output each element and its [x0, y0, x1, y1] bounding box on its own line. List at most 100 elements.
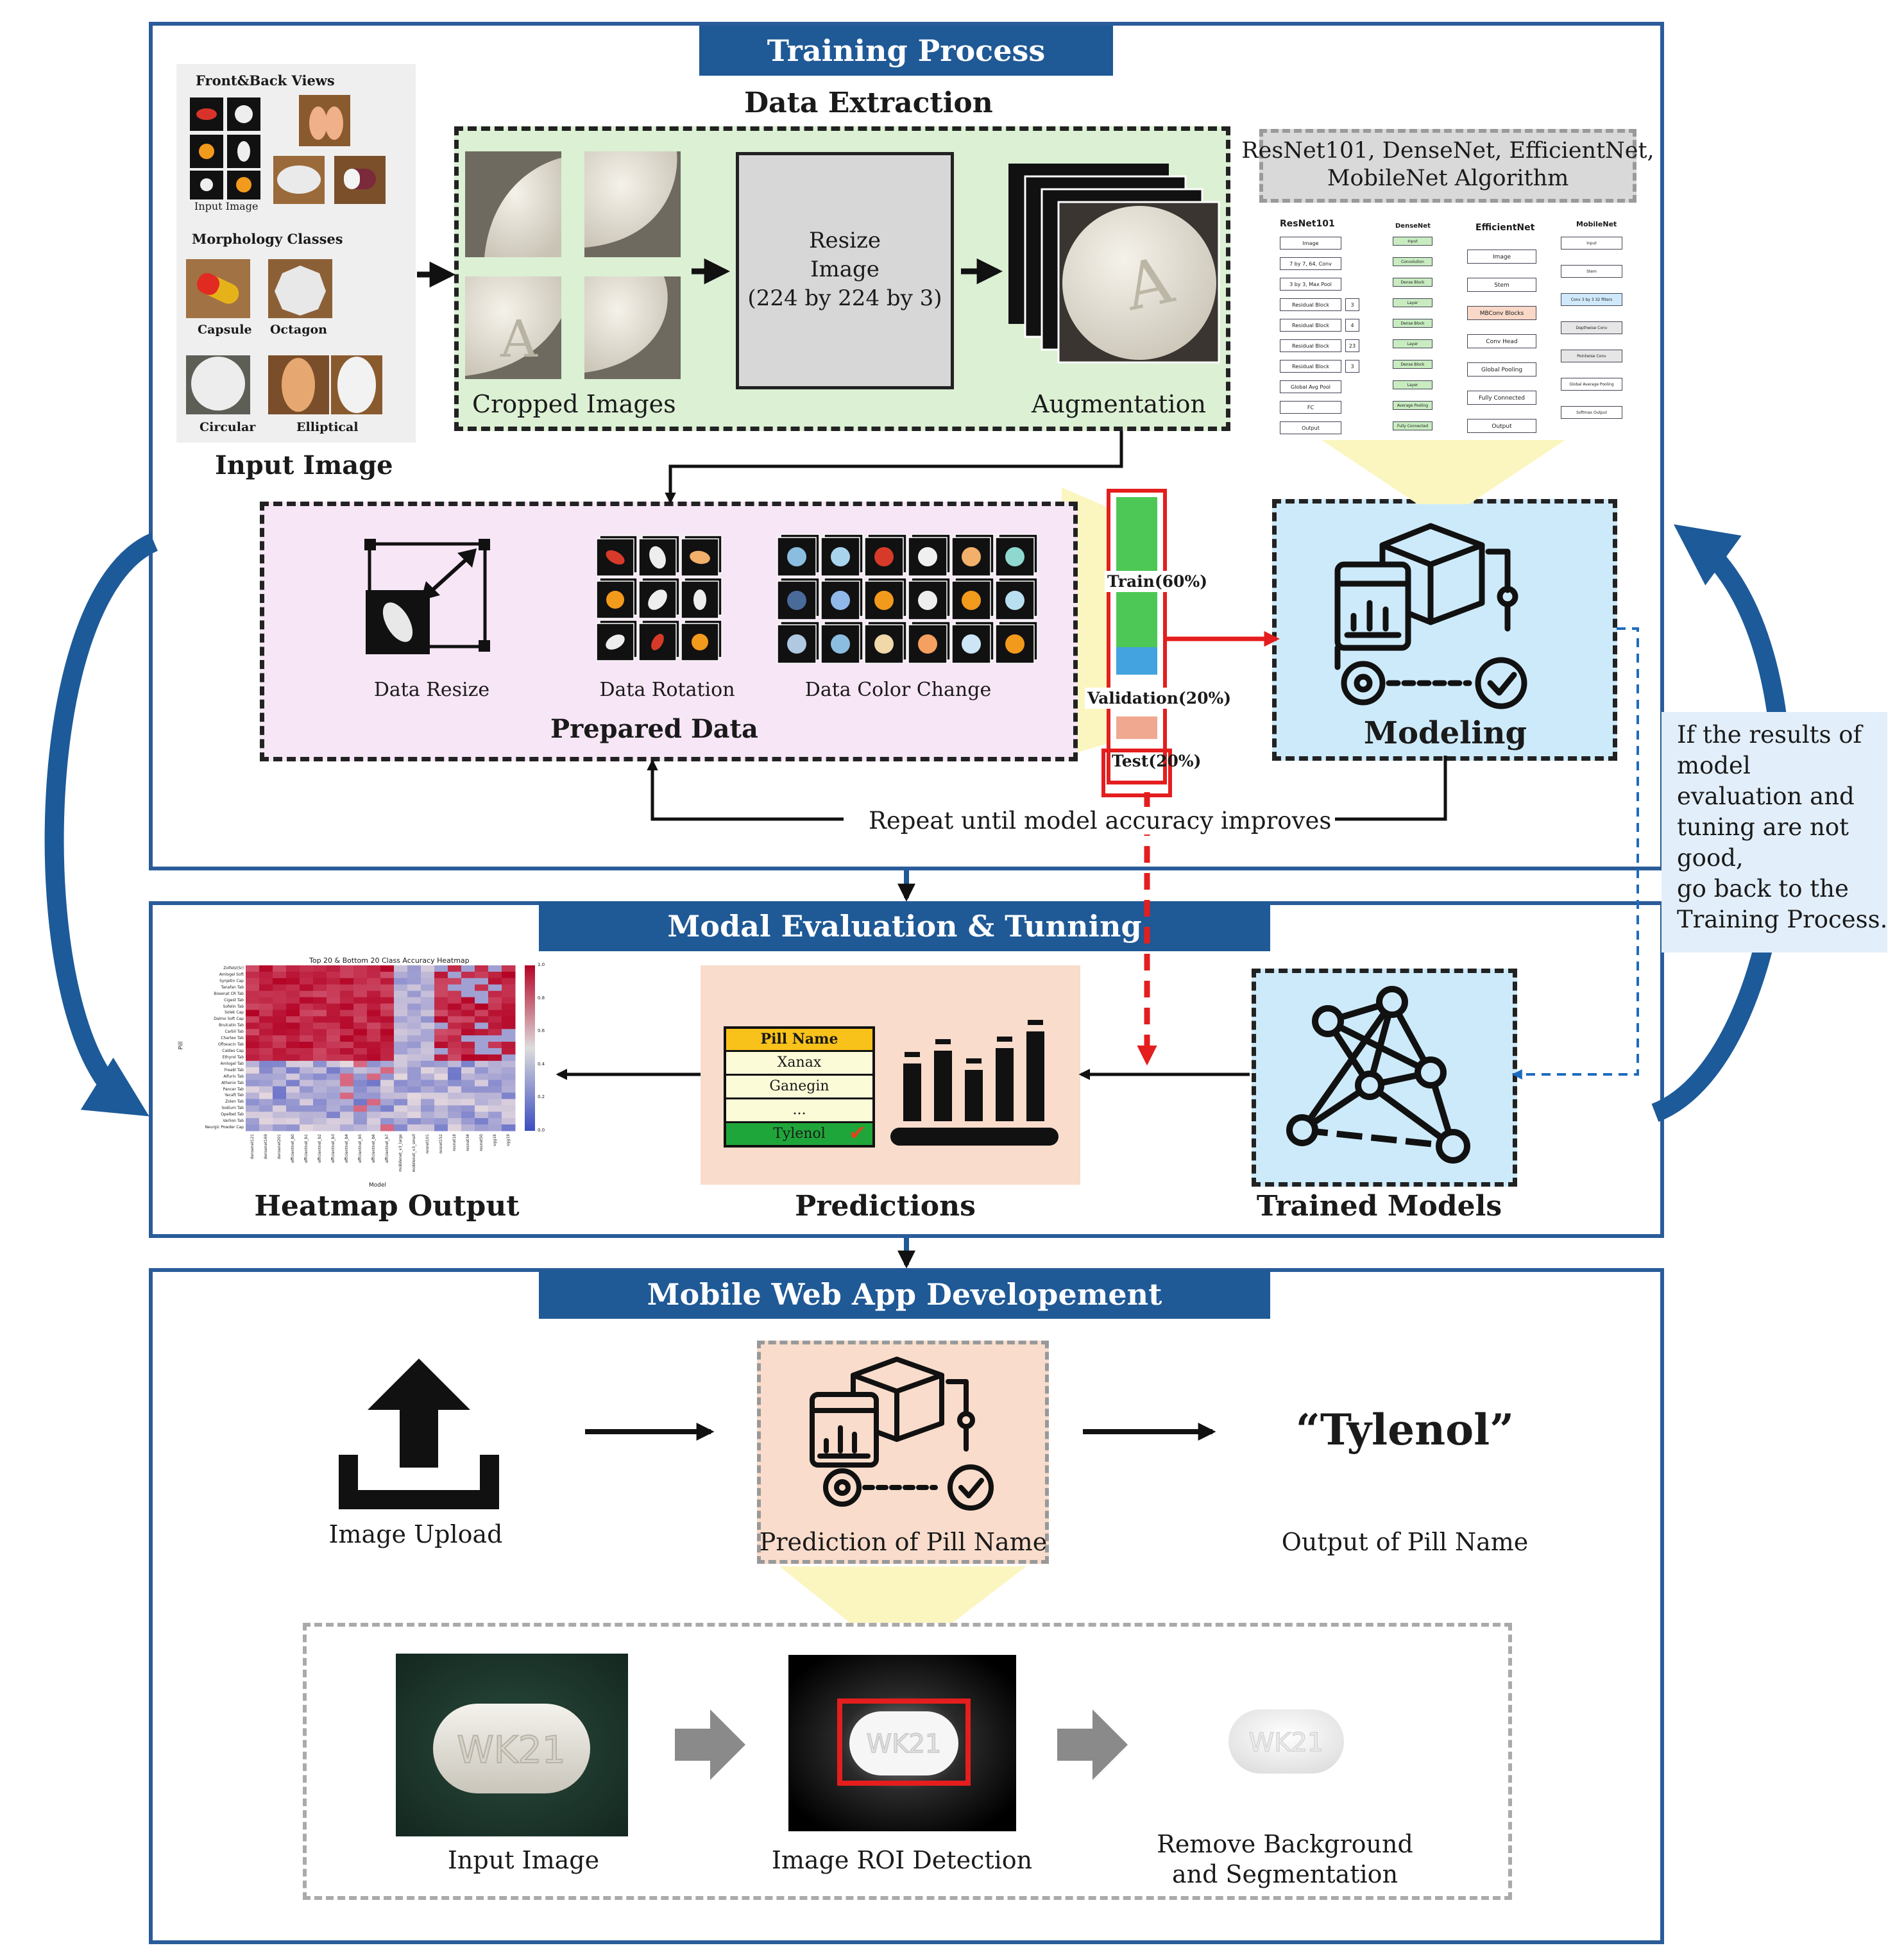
colorbar-tick: 0.6 [538, 1028, 545, 1034]
step-roi-detection: WK21 [788, 1655, 1016, 1831]
predictions-label: Predictions [795, 1190, 976, 1223]
arch-block: Conv 3 by 3 32 filters [1561, 293, 1622, 306]
predictions-table-row: ... [726, 1099, 872, 1123]
predictions-row-text: ... [792, 1102, 806, 1118]
arch-block: 3 by 3, Max Pool [1280, 278, 1341, 291]
algorithms-title-line-1: ResNet101, DenseNet, EfficientNet, [1241, 138, 1654, 164]
arch-block: Conv Head [1467, 334, 1536, 348]
efficientnet-title: EfficientNet [1475, 223, 1535, 233]
step-input-image: WK21 [396, 1654, 628, 1836]
resnet-title: ResNet101 [1280, 219, 1335, 229]
colorbar-tick: 0.0 [538, 1128, 545, 1133]
predictions-table-row: Tylenol✔ [726, 1121, 872, 1145]
front-back-views-label: Front&Back Views [196, 72, 335, 89]
mobile-title: Mobile Web App Developement [539, 1270, 1270, 1319]
resnet-count: 3 [1345, 360, 1359, 373]
heatmap-row-label: Alfurin Tab [223, 1074, 244, 1079]
heatmap-column-label: resnet34 [465, 1134, 470, 1151]
algorithms-title-box [1259, 129, 1636, 203]
heatmap-column-label: efficientnet_b7 [384, 1134, 389, 1163]
pill-imprint-2: WK21 [867, 1729, 942, 1759]
heatmap-output-label: Heatmap Output [254, 1190, 520, 1223]
arch-block: Stem [1467, 278, 1536, 292]
heatmap-column-label: densenet169 [263, 1134, 268, 1160]
preprocessing-box [303, 1623, 1512, 1900]
evaluation-title: Modal Evaluation & Tunning [539, 901, 1270, 951]
prepared-data-title: Prepared Data [550, 714, 758, 744]
repeat-label: Repeat until model accuracy improves [865, 807, 1336, 834]
prediction-of-pill-name-label: Prediction of Pill Name [759, 1528, 1048, 1556]
heatmap-column-label: resnet152 [438, 1134, 443, 1154]
heatmap-row-label: Freabl Tab [224, 1067, 244, 1072]
heatmap-row-label: Amlogel Soft [219, 972, 244, 977]
arch-block: Residual Block [1280, 360, 1341, 373]
predictions-row-text: Xanax [777, 1055, 822, 1071]
network-icon [1286, 986, 1470, 1164]
densenet-title: DenseNet [1395, 223, 1431, 230]
class-capsule: Capsule [198, 323, 252, 337]
heatmap-row-label: Dalmo Soft Cap [214, 1017, 244, 1022]
heatmap-row-label: Varlion Tab [223, 1119, 244, 1124]
step-arrow-2 [1057, 1709, 1128, 1780]
arch-block: Residual Block [1280, 298, 1341, 311]
heatmap-column-label: resnet101 [425, 1134, 430, 1154]
test-split-label: Test(20%) [1112, 752, 1202, 770]
heatmap-row-label: Caldes Cap [222, 1049, 244, 1053]
validation-split-label: Validation(20%) [1085, 688, 1234, 709]
arch-block: Layer [1393, 298, 1432, 307]
arch-block: Global Avg Pool [1280, 380, 1341, 393]
mobilenet-title: MobileNet [1576, 220, 1617, 228]
loop-left-arrow [44, 533, 158, 1117]
heatmap-column-label: vgg16 [492, 1134, 497, 1146]
data-split-bar [1101, 489, 1172, 797]
heatmap-row-label: Brulcatin Tab [219, 1023, 244, 1028]
cropped-images-tiles: A [465, 151, 681, 379]
prediction-model-icon [810, 1357, 994, 1511]
resnet-count: 23 [1345, 339, 1359, 352]
resize-line-1: Resize [808, 228, 881, 253]
heatmap-column-label: efficientnet_b1 [303, 1134, 309, 1163]
trained-models-label: Trained Models [1256, 1190, 1502, 1223]
heatmap-xlabel: Model [369, 1182, 387, 1189]
note-line: Training Process. [1677, 906, 1888, 933]
arch-block: Depthwise Conv [1561, 321, 1622, 334]
arch-block: Global Average Pooling [1561, 378, 1622, 391]
heatmap-row-label: Athenix Tab [221, 1080, 244, 1085]
predictions-table-header: Pill Name [726, 1029, 872, 1052]
arch-block: Stem [1561, 265, 1622, 278]
output-pill-name-label: Output of Pill Name [1281, 1528, 1529, 1556]
heatmap-column-label: efficientnet_b5 [357, 1134, 362, 1163]
heatmap-column-label: efficientnet_b0 [290, 1134, 295, 1163]
arch-block: Fully Connected [1393, 421, 1432, 430]
step-roi-detection-label: Image ROI Detection [771, 1846, 1033, 1874]
arch-block: Image [1280, 237, 1341, 250]
class-circular: Circular [200, 420, 256, 434]
arch-block: Pointwise Conv [1561, 350, 1622, 362]
input-image-label: Input Image [215, 450, 393, 480]
resize-line-2: Image [810, 257, 880, 282]
data-resize-label: Data Resize [373, 679, 490, 701]
heatmap-row-label: Tanafan Tab [221, 985, 244, 990]
augmentation-label: Augmentation [1032, 390, 1206, 418]
resnet-count: 4 [1345, 319, 1359, 332]
check-mark-icon: ✔ [849, 1121, 866, 1145]
heatmap-column-label: efficientnet_b4 [344, 1134, 349, 1163]
predictions-table-row: Xanax [726, 1052, 872, 1076]
svg-text:A: A [500, 309, 538, 369]
input-image-small-label: Input Image [194, 200, 259, 212]
heatmap-row-label: Sodium Tab [221, 1106, 244, 1111]
arch-block: Dense Block [1393, 319, 1432, 328]
note-line: If the results of [1677, 721, 1862, 749]
note-line: good, [1677, 844, 1744, 872]
architecture-callout [1322, 440, 1565, 504]
heatmap-row-label: Cigest Tab [224, 997, 244, 1003]
prediction-callout [779, 1566, 1026, 1623]
bar-chart-icon [890, 1020, 1058, 1146]
step-input-image-label: Input Image [447, 1846, 600, 1874]
arch-block: Input [1561, 237, 1622, 250]
step-segmentation-label-2: and Segmentation [1171, 1860, 1398, 1888]
resize-line-3: (224 by 224 by 3) [747, 285, 942, 311]
